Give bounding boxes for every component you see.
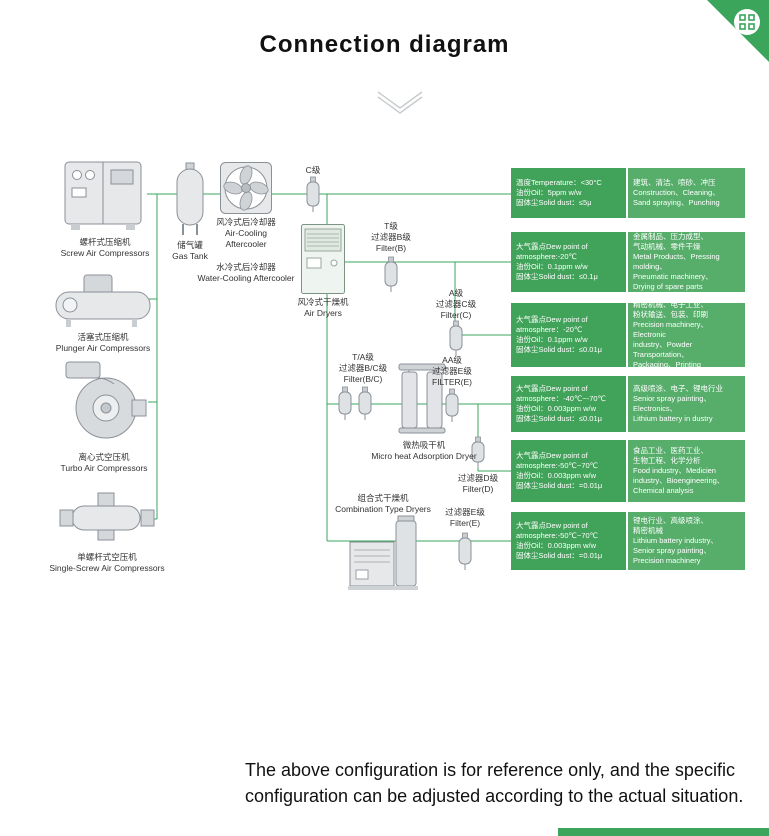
plunger-compressor-icon xyxy=(52,268,157,330)
plunger-compressor-label: 活塞式压缩机 Plunger Air Compressors xyxy=(55,332,151,354)
spec-row: 大气露点Dew point of atmosphere：-40℃~-70℃ 油份… xyxy=(511,376,745,432)
gas-tank-label: 储气罐 Gas Tank xyxy=(172,240,208,262)
spec-row: 温度Temperature：<30°C 油份Oil：5ppm w/w 固体尘So… xyxy=(511,168,745,218)
air-cooling-aftercooler-label: 风冷式后冷却器 Air-Cooling Aftercooler xyxy=(216,217,276,250)
adsorption-dryer-label: 微热吸干机 Micro heat Adsorption Dryer xyxy=(371,440,477,462)
spec-applications: 精密机械、电子工业、 粉状输送、包装、印刷 Precision machiner… xyxy=(628,300,745,369)
spec-conditions: 大气露点Dew point of atmosphere:-50℃~70℃ 油份O… xyxy=(511,440,626,502)
footer-note: The above configuration is for reference… xyxy=(245,760,744,807)
filter-bc-icon-1 xyxy=(337,386,353,420)
filter-bc-icon-2 xyxy=(357,386,373,420)
spec-conditions: 大气露点Dew point of atmosphere:-20℃ 油份Oil：0… xyxy=(511,232,626,292)
water-cooling-aftercooler-label: 水冷式后冷却器 Water-Cooling Aftercooler xyxy=(197,262,295,284)
spec-row: 大气露点Dew point of atmosphere:-50℃~70℃ 油份O… xyxy=(511,512,745,570)
filter-c-grade-icon xyxy=(305,176,321,212)
single-screw-compressor-icon xyxy=(58,488,156,546)
filter-bc-label: T/A级 过滤器B/C级 Filter(B/C) xyxy=(338,352,388,385)
bottom-accent-bar xyxy=(558,828,769,836)
spec-conditions: 温度Temperature：<30°C 油份Oil：5ppm w/w 固体尘So… xyxy=(511,168,626,218)
gas-tank-icon xyxy=(173,162,207,238)
aftercooler-fan-icon xyxy=(220,162,272,214)
adsorption-dryer-icon xyxy=(396,360,448,438)
spec-conditions: 大气露点Dew point of atmosphere：-20℃ 油份Oil：0… xyxy=(511,303,626,367)
spec-conditions: 大气露点Dew point of atmosphere：-40℃~-70℃ 油份… xyxy=(511,376,626,432)
filter-d-icon xyxy=(470,436,486,468)
turbo-compressor-label: 离心式空压机 Turbo Air Compressors xyxy=(60,452,148,474)
filter-e-aa-label: AA级 过滤器E级 FILTER(E) xyxy=(432,355,472,388)
spec-applications: 锂电行业、高级喷涂、 精密机械 Lithium battery industry… xyxy=(628,512,745,570)
spec-applications: 高级喷涂、电子、锂电行业 Senior spray painting、 Elec… xyxy=(628,376,745,432)
air-dryer-label: 风冷式干燥机 Air Dryers xyxy=(297,297,349,319)
filter-c-icon xyxy=(448,320,464,356)
filter-e-icon xyxy=(457,532,473,570)
brand-badge-icon xyxy=(734,9,760,35)
spec-conditions: 大气露点Dew point of atmosphere:-50℃~70℃ 油份O… xyxy=(511,512,626,570)
screw-compressor-label: 螺杆式压缩机 Screw Air Compressors xyxy=(60,237,150,259)
spec-row: 大气露点Dew point of atmosphere:-20℃ 油份Oil：0… xyxy=(511,232,745,292)
filter-d-label: 过滤器D级 Filter(D) xyxy=(457,473,499,495)
spec-applications: 金属制品、压力成型、 气动机械、零件干燥 Metal Products、Pres… xyxy=(628,232,745,292)
filter-c-label: A级 过滤器C级 Filter(C) xyxy=(435,288,477,321)
spec-applications: 建筑、清洁、喷砂、冲压 Construction、Cleaning、 Sand … xyxy=(628,168,745,218)
combination-dryer-label: 组合式干燥机 Combination Type Dryers xyxy=(335,493,431,515)
air-dryer-icon xyxy=(301,224,345,294)
filter-b-icon xyxy=(383,256,399,292)
filter-c-grade-label: C级 xyxy=(305,165,321,175)
screw-compressor-icon xyxy=(63,160,147,234)
filter-e-aa-icon xyxy=(444,388,460,422)
spec-applications: 食品工业、医药工业、 生物工程、化学分析 Food industry、Medic… xyxy=(628,440,745,502)
spec-row: 大气露点Dew point of atmosphere:-50℃~70℃ 油份O… xyxy=(511,440,745,502)
chevron-down-icon xyxy=(377,91,423,114)
single-screw-compressor-label: 单螺杆式空压机 Single-Screw Air Compressors xyxy=(49,552,165,574)
combination-dryer-icon xyxy=(348,514,420,592)
page-title: Connection diagram xyxy=(259,31,510,58)
filter-e-label: 过滤器E级 Filter(E) xyxy=(445,507,485,529)
filter-b-label: T级 过滤器B级 Filter(B) xyxy=(371,221,411,254)
spec-row: 大气露点Dew point of atmosphere：-20℃ 油份Oil：0… xyxy=(511,300,745,369)
turbo-compressor-icon xyxy=(60,356,148,448)
